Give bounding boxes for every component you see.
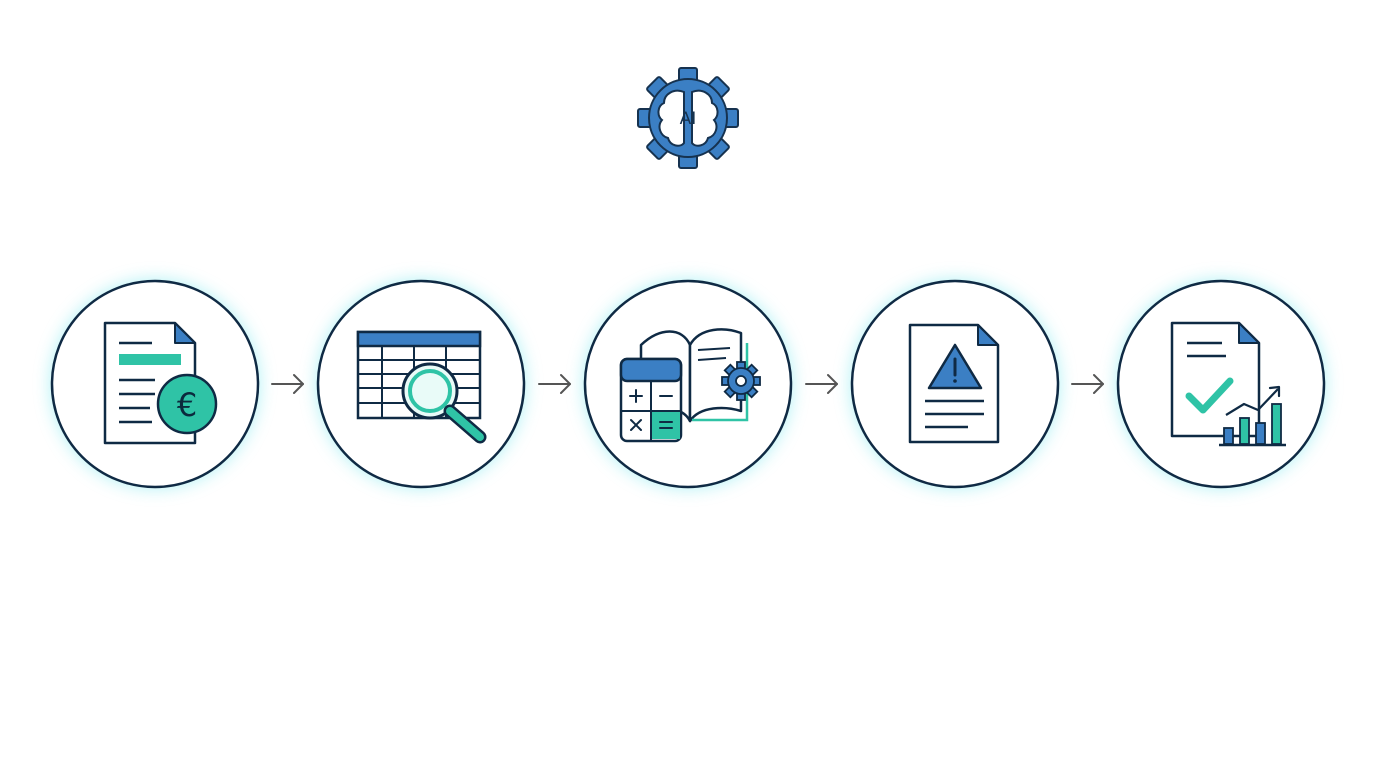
ai-brain-gear-icon: AI bbox=[637, 67, 739, 169]
arrow-right-icon bbox=[1071, 374, 1104, 394]
arrow-right-icon bbox=[538, 374, 571, 394]
ai-badge-text: AI bbox=[680, 109, 697, 129]
calculator-book-gear-icon bbox=[619, 328, 761, 443]
document-warning-icon bbox=[908, 323, 1000, 444]
report-check-chart-icon bbox=[1170, 321, 1286, 447]
arrow-right-icon bbox=[805, 374, 838, 394]
euro-symbol: € bbox=[177, 386, 197, 424]
invoice-euro-icon: € bbox=[103, 321, 218, 445]
spreadsheet-search-icon bbox=[356, 330, 487, 444]
arrow-right-icon bbox=[271, 374, 304, 394]
